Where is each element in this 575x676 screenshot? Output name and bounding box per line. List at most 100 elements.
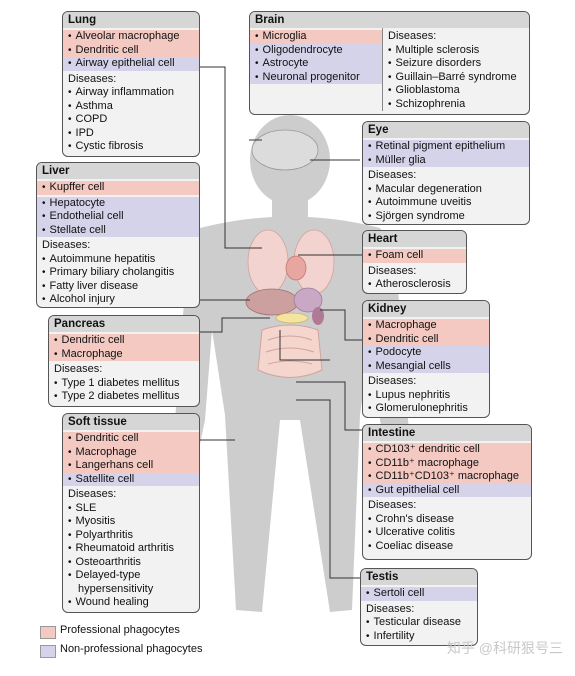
pancreas-diseases-label: Diseases: xyxy=(54,363,103,375)
lung-cell: Airway epithelial cell xyxy=(63,57,199,71)
heart-panel: Heart Foam cell Diseases: Atherosclerosi… xyxy=(362,230,467,294)
lung-disease: COPD xyxy=(63,113,199,127)
intestine-cell: CD11b⁺ macrophage xyxy=(363,456,531,470)
liver-disease: Primary biliary cholangitis xyxy=(37,266,199,280)
soft-tissue-cell: Satellite cell xyxy=(63,472,199,486)
intestine-diseases-label: Diseases: xyxy=(368,499,417,511)
soft-tissue-disease: SLE xyxy=(63,502,199,516)
heart-organ xyxy=(285,255,307,281)
kidney-cell: Podocyte xyxy=(363,346,489,360)
brain-disease: Guillain–Barré syndrome xyxy=(383,71,529,85)
kidney-disease: Glomerulonephritis xyxy=(363,402,489,416)
kidney-diseases-label: Diseases: xyxy=(368,375,417,387)
brain-organ xyxy=(251,129,319,171)
heart-cell: Foam cell xyxy=(363,249,466,263)
legend-non-professional-label: Non-professional phagocytes xyxy=(60,643,203,655)
kidney-organ xyxy=(312,307,324,325)
eye-cell: Retinal pigment epithelium xyxy=(363,140,529,154)
brain-disease: Schizophrenia xyxy=(383,98,529,112)
liver-diseases-label: Diseases: xyxy=(42,239,91,251)
intestine-panel: Intestine CD103⁺ dendritic cell CD11b⁺ m… xyxy=(362,424,532,560)
testis-disease: Infertility xyxy=(361,630,477,644)
intestine-disease: Coeliac disease xyxy=(363,540,531,554)
lung-organ-left xyxy=(247,229,289,295)
brain-cell: Oligodendrocyte xyxy=(250,43,382,57)
eye-title: Eye xyxy=(363,122,529,138)
soft-tissue-cell: Langerhans cell xyxy=(63,459,199,473)
lung-cell: Alveolar macrophage xyxy=(63,30,199,44)
kidney-cell: Macrophage xyxy=(363,319,489,333)
brain-cell: Neuronal progenitor xyxy=(250,70,382,84)
soft-tissue-disease: Delayed-type xyxy=(63,569,199,583)
pancreas-disease: Type 1 diabetes mellitus xyxy=(49,377,199,391)
soft-tissue-disease: Osteoarthritis xyxy=(63,556,199,570)
intestine-cell: CD103⁺ dendritic cell xyxy=(363,443,531,457)
liver-panel: Liver Kupffer cell Hepatocyte Endothelia… xyxy=(36,162,200,308)
soft-tissue-disease: Polyarthritis xyxy=(63,529,199,543)
eye-diseases-label: Diseases: xyxy=(368,169,417,181)
eye-panel: Eye Retinal pigment epithelium Müller gl… xyxy=(362,121,530,225)
soft-tissue-cell: Dendritic cell xyxy=(63,432,199,446)
eye-disease: Macular degeneration xyxy=(363,183,529,197)
intestine-title: Intestine xyxy=(363,425,531,441)
intestine-cell: CD11b⁺CD103⁺ macrophage xyxy=(363,470,531,484)
soft-tissue-disease: Myositis xyxy=(63,515,199,529)
soft-tissue-title: Soft tissue xyxy=(63,414,199,430)
kidney-cell: Mesangial cells xyxy=(363,359,489,373)
pancreas-panel: Pancreas Dendritic cell Macrophage Disea… xyxy=(48,315,200,407)
liver-organ xyxy=(245,288,299,316)
brain-cell: Astrocyte xyxy=(250,57,382,71)
kidney-panel: Kidney Macrophage Dendritic cell Podocyt… xyxy=(362,300,490,418)
liver-disease: Autoimmune hepatitis xyxy=(37,253,199,267)
brain-title: Brain xyxy=(250,12,529,28)
eye-disease: Sjörgen syndrome xyxy=(363,210,529,224)
legend-professional-label: Professional phagocytes xyxy=(60,624,180,636)
brain-disease: Glioblastoma xyxy=(383,84,529,98)
pancreas-organ xyxy=(275,312,309,324)
kidney-disease: Lupus nephritis xyxy=(363,389,489,403)
liver-cell: Kupffer cell xyxy=(37,181,199,195)
lung-disease: Airway inflammation xyxy=(63,86,199,100)
testis-disease: Testicular disease xyxy=(361,616,477,630)
soft-tissue-panel: Soft tissue Dendritic cell Macrophage La… xyxy=(62,413,200,613)
testis-diseases-label: Diseases: xyxy=(366,602,415,615)
pancreas-title: Pancreas xyxy=(49,316,199,332)
testis-panel: Testis Sertoli cell Diseases: Testicular… xyxy=(360,568,478,646)
soft-tissue-disease: Wound healing xyxy=(63,596,199,610)
liver-cell: Endothelial cell xyxy=(37,210,199,224)
stomach-organ xyxy=(293,287,323,313)
soft-tissue-disease: Rheumatoid arthritis xyxy=(63,542,199,556)
kidney-title: Kidney xyxy=(363,301,489,317)
liver-disease: Fatty liver disease xyxy=(37,280,199,294)
soft-tissue-disease-continued: hypersensitivity xyxy=(78,582,154,595)
testis-cell: Sertoli cell xyxy=(361,587,477,601)
eye-disease: Autoimmune uveitis xyxy=(363,196,529,210)
kidney-cell: Dendritic cell xyxy=(363,332,489,346)
heart-diseases-label: Diseases: xyxy=(368,264,417,277)
soft-tissue-diseases-label: Diseases: xyxy=(68,488,117,500)
heart-disease: Atherosclerosis xyxy=(363,278,466,292)
lung-title: Lung xyxy=(63,12,199,28)
brain-cell: Microglia xyxy=(250,30,382,44)
legend-professional-swatch xyxy=(40,626,56,639)
brain-disease: Seizure disorders xyxy=(383,57,529,71)
lung-cell: Dendritic cell xyxy=(63,43,199,57)
pancreas-cell: Macrophage xyxy=(49,347,199,361)
liver-cell: Stellate cell xyxy=(37,223,199,237)
lung-disease: Asthma xyxy=(63,100,199,114)
watermark: 知乎 @科研狠号三 xyxy=(446,640,563,656)
testis-title: Testis xyxy=(361,569,477,585)
brain-panel: Brain Microglia Oligodendrocyte Astrocyt… xyxy=(249,11,530,115)
legend-non-professional-swatch xyxy=(40,645,56,658)
lung-panel: Lung Alveolar macrophage Dendritic cell … xyxy=(62,11,200,157)
intestine-disease: Crohn's disease xyxy=(363,513,531,527)
liver-disease: Alcohol injury xyxy=(37,293,199,307)
intestine-disease: Ulcerative colitis xyxy=(363,526,531,540)
soft-tissue-cell: Macrophage xyxy=(63,445,199,459)
pancreas-cell: Dendritic cell xyxy=(49,334,199,348)
lung-disease: Cystic fibrosis xyxy=(63,140,199,154)
heart-title: Heart xyxy=(363,231,466,247)
liver-title: Liver xyxy=(37,163,199,179)
